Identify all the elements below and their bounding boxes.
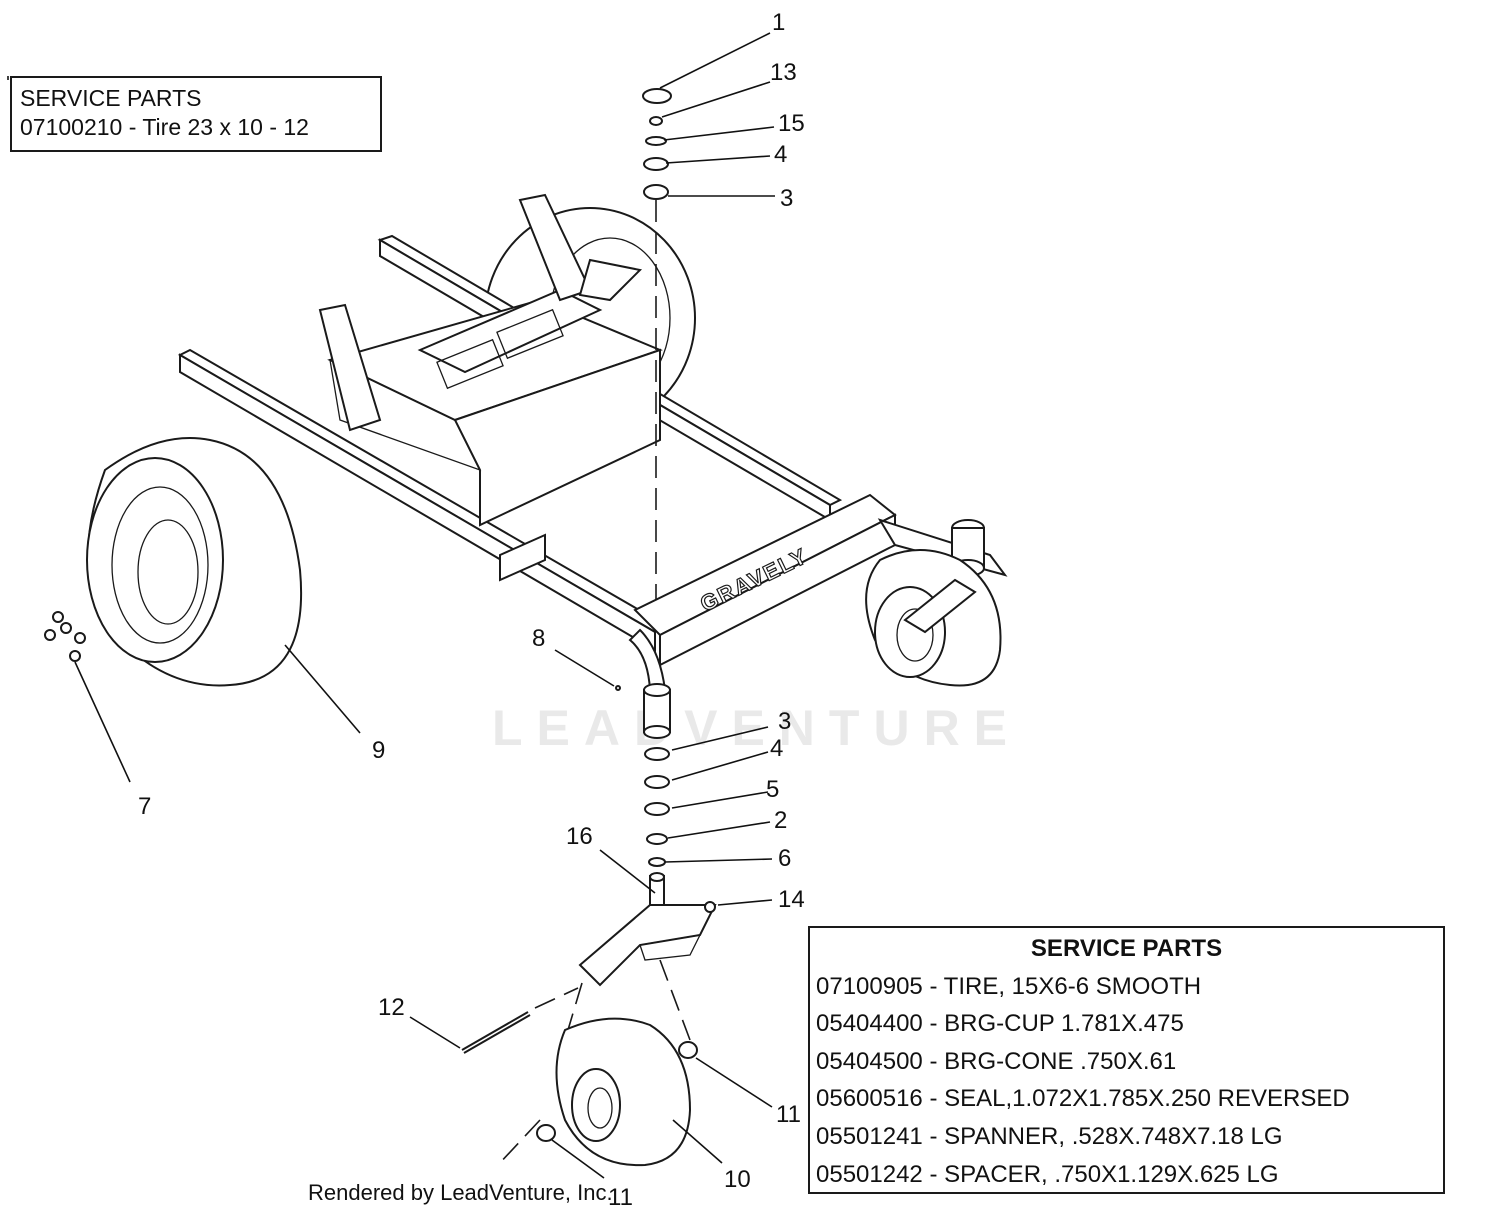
front-caster-wheel-exploded bbox=[461, 987, 698, 1167]
service-parts-line: 05501242 - SPACER, .750X1.129X.625 LG bbox=[816, 1160, 1279, 1188]
render-credit: Rendered by LeadVenture, Inc. bbox=[308, 1180, 613, 1205]
service-parts-title: SERVICE PARTS bbox=[20, 85, 202, 111]
service-parts-line: 05501241 - SPANNER, .528X.748X7.18 LG bbox=[816, 1122, 1283, 1150]
watermark: LEADVENTURE bbox=[492, 700, 1021, 756]
callout-6: 6 bbox=[778, 845, 791, 872]
service-parts-line: 07100905 - TIRE, 15X6-6 SMOOTH bbox=[816, 972, 1202, 1000]
callout-16: 16 bbox=[566, 823, 593, 850]
service-parts-line: 05404400 - BRG-CUP 1.781X.475 bbox=[816, 1010, 1184, 1038]
service-parts-line: 07100210 - Tire 23 x 10 - 12 bbox=[20, 114, 309, 140]
service-parts-title: SERVICE PARTS bbox=[1030, 935, 1223, 962]
rear-tire-left bbox=[86, 437, 303, 687]
callout-8: 8 bbox=[532, 625, 545, 652]
callout-2: 2 bbox=[774, 807, 787, 834]
service-parts-box-top: SERVICE PARTS 07100210 - Tire 23 x 10 - … bbox=[10, 76, 382, 152]
service-parts-line: 05600516 - SEAL,1.072X1.785X.250 REVERSE… bbox=[816, 1085, 1350, 1113]
callout-9: 9 bbox=[372, 737, 385, 764]
front-caster-wheel-right bbox=[865, 549, 1002, 687]
callout-3-bottom: 3 bbox=[778, 708, 791, 735]
callout-4-top: 4 bbox=[774, 141, 787, 168]
callout-14: 14 bbox=[778, 886, 805, 913]
callout-15: 15 bbox=[778, 110, 805, 137]
callout-4-bottom: 4 bbox=[770, 735, 783, 762]
upper-caster-stack bbox=[642, 88, 672, 600]
callout-numbers: 1 13 15 4 3 8 9 7 3 4 5 2 6 16 14 12 11 … bbox=[138, 9, 805, 1211]
callout-13: 13 bbox=[770, 59, 797, 86]
leader-lines bbox=[74, 32, 775, 1179]
callout-7: 7 bbox=[138, 793, 151, 820]
callout-11-right: 11 bbox=[776, 1101, 801, 1128]
lug-nuts bbox=[44, 611, 86, 662]
service-parts-line: 05404500 - BRG-CONE .750X.61 bbox=[816, 1047, 1177, 1075]
lower-caster-stack bbox=[615, 683, 671, 867]
service-parts-box-bottom: SERVICE PARTS 07100905 - TIRE, 15X6-6 SM… bbox=[808, 926, 1445, 1194]
callout-10: 10 bbox=[724, 1166, 751, 1193]
callout-12: 12 bbox=[378, 994, 405, 1021]
callout-5: 5 bbox=[766, 776, 779, 803]
mower-frame: GRAVELY bbox=[177, 193, 1008, 691]
callout-1: 1 bbox=[772, 9, 785, 36]
callout-11-bottom: 11 bbox=[608, 1184, 633, 1211]
callout-3-top: 3 bbox=[780, 185, 793, 212]
caster-fork bbox=[564, 872, 717, 1041]
